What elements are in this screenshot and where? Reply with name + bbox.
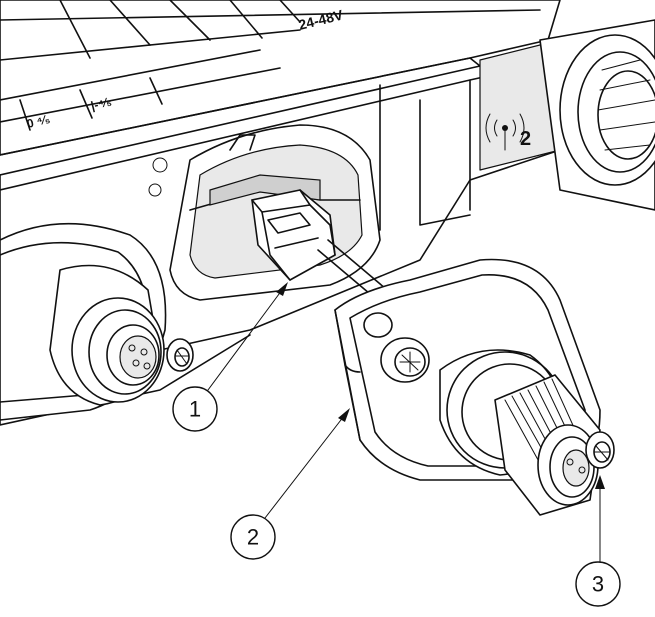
port-a-label: 0 ⁴⁄₅	[25, 112, 51, 131]
right-m12-connector	[439, 349, 615, 516]
rj45-plug	[251, 189, 406, 316]
antenna-symbol-icon	[485, 113, 525, 151]
antenna-number: 2	[520, 128, 531, 150]
enclosure-top	[0, 0, 561, 191]
callout-3-number: 3	[592, 572, 604, 597]
port-b-label: |-⁴⁄₅	[89, 94, 113, 113]
callout-1-number: 1	[189, 397, 201, 422]
callout-2: 2	[230, 514, 276, 560]
callout-1: 1	[172, 386, 218, 432]
callout-3: 3	[575, 561, 621, 607]
callout-2-number: 2	[247, 525, 259, 550]
left-m12-connector	[0, 222, 194, 421]
callout-leaders	[207, 282, 605, 564]
top-right-connector	[539, 19, 655, 211]
